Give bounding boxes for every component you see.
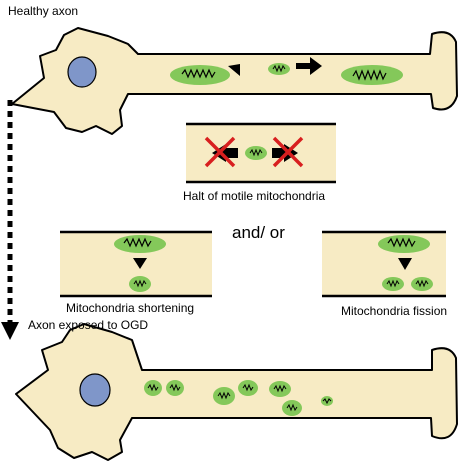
ogd-nucleus xyxy=(79,373,111,407)
shortening-short-mitochondrion xyxy=(129,276,151,292)
fission-down-arrow-icon xyxy=(398,258,412,270)
halt-arrow-left-icon xyxy=(212,144,238,162)
cristae-left xyxy=(181,68,216,79)
healthy-axon-label: Healthy axon xyxy=(8,4,79,18)
healthy-neuron-body xyxy=(11,27,458,135)
shortening-down-arrow-icon xyxy=(133,258,147,269)
fission-panel xyxy=(322,230,446,298)
fission-mitochondrion-right xyxy=(411,277,433,291)
arrow-left-icon xyxy=(228,62,252,76)
cristae-right xyxy=(352,69,387,81)
halt-cross-left-icon xyxy=(204,136,236,168)
ogd-mitochondrion-7 xyxy=(321,396,333,406)
halt-panel-label: Halt of motile mitochondria xyxy=(183,189,326,203)
halt-mitochondrion xyxy=(245,146,267,160)
shortening-panel-label: Mitochondria shortening xyxy=(66,301,195,315)
cristae-center xyxy=(272,64,286,73)
dashed-arrow-head-icon xyxy=(1,322,19,340)
ogd-mitochondrion-3 xyxy=(213,387,235,405)
mitochondrion-center xyxy=(268,63,290,75)
halt-panel xyxy=(186,122,336,184)
healthy-neuron xyxy=(11,27,458,135)
and-or-label: and/ or xyxy=(232,223,285,242)
halt-cross-right-icon xyxy=(272,136,304,168)
ogd-neuron-body xyxy=(15,323,458,461)
healthy-nucleus xyxy=(67,56,97,88)
shortening-panel xyxy=(60,230,212,298)
shortening-long-mitochondrion xyxy=(114,235,166,253)
ogd-mitochondrion-5 xyxy=(269,381,291,397)
fission-long-mitochondrion xyxy=(378,235,430,253)
arrow-right-icon xyxy=(296,57,322,75)
fission-mitochondrion-left xyxy=(382,277,404,291)
ogd-axon-label: Axon exposed to OGD xyxy=(28,318,149,332)
mitochondrion-left xyxy=(170,65,230,85)
fission-panel-label: Mitochondria fission xyxy=(341,304,448,318)
ogd-neuron xyxy=(15,323,458,461)
